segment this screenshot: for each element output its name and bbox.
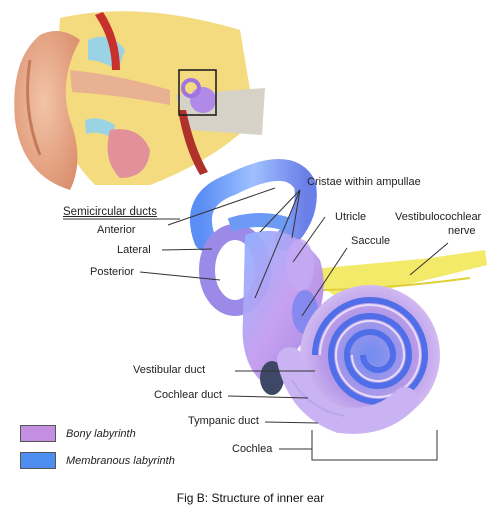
label-cristae: Cristae within ampullae [307, 176, 421, 188]
figure-caption: Fig B: Structure of inner ear [176, 491, 325, 505]
legend-item-membranous: Membranous labyrinth [20, 452, 175, 469]
legend-swatch-bony [20, 425, 56, 442]
legend-label-bony: Bony labyrinth [66, 427, 136, 440]
label-vestibulocochlear: Vestibulocochlear [395, 211, 482, 223]
label-nerve: nerve [448, 225, 476, 237]
ear-cross-section [14, 11, 265, 190]
label-utricle: Utricle [335, 211, 367, 223]
label-posterior: Posterior [90, 266, 135, 278]
label-anterior: Anterior [97, 224, 136, 236]
label-vestibular-duct: Vestibular duct [133, 364, 206, 376]
label-cochlea: Cochlea [232, 443, 273, 455]
label-semicircular-ducts: Semicircular ducts [63, 206, 157, 218]
label-lateral: Lateral [117, 244, 151, 256]
legend-item-bony: Bony labyrinth [20, 425, 136, 442]
label-saccule: Saccule [351, 235, 391, 247]
leader-lines [63, 187, 449, 461]
legend-swatch-membranous [20, 452, 56, 469]
label-cochlear-duct: Cochlear duct [154, 389, 222, 401]
labyrinth-illustration [190, 159, 487, 434]
legend-label-membranous: Membranous labyrinth [66, 454, 175, 467]
label-tympanic-duct: Tympanic duct [188, 415, 259, 427]
